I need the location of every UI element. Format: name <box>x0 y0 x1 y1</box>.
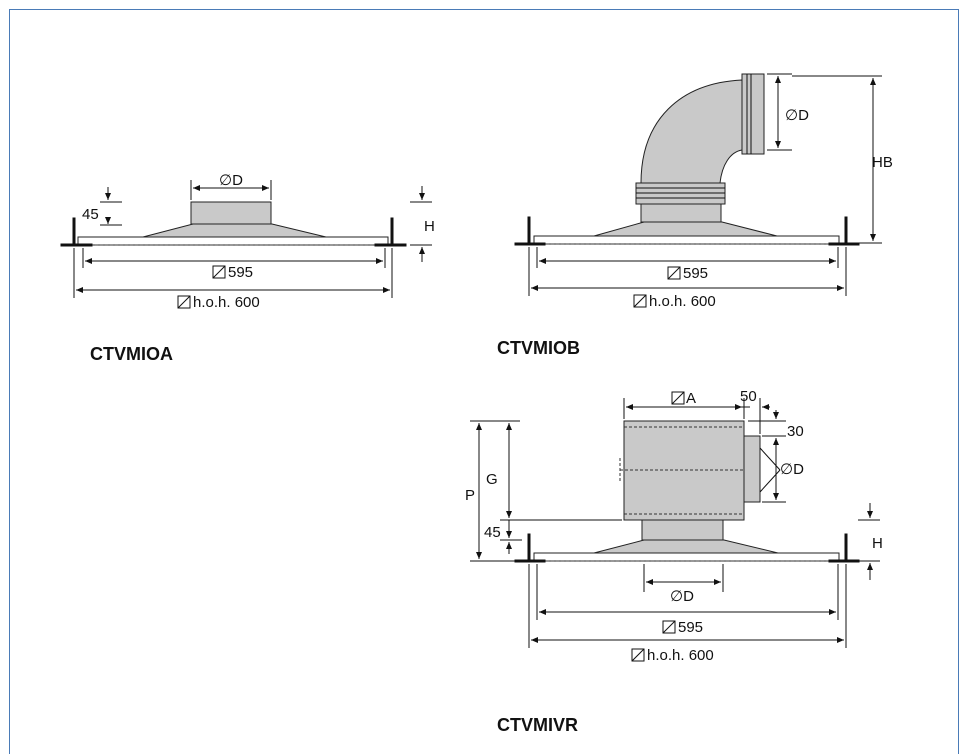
variant-a-dim-hoh: h.o.h. 600 <box>193 294 260 311</box>
variant-r-dim-45: 45 <box>484 524 501 541</box>
variant-b-clamp-right <box>828 216 860 246</box>
variant-b-dim-d: ∅D <box>785 107 809 124</box>
variant-b-dim-hb: HB <box>872 154 893 171</box>
variant-r-box <box>623 420 745 521</box>
variant-r-clamp-right <box>828 533 860 563</box>
variant-r-dim-595: 595 <box>678 619 703 636</box>
variant-a-dim-d: ∅D <box>219 172 243 189</box>
variant-r-dim-50: 50 <box>740 388 757 405</box>
variant-b-clamp-left <box>514 216 546 246</box>
variant-a-dim-45: 45 <box>82 206 99 223</box>
variant-b-dim-hoh: h.o.h. 600 <box>649 293 716 310</box>
variant-a-drawing: ∅D 45 H 595 h.o.h. 600 CTVMIOA <box>60 172 435 364</box>
variant-r-drawing: A 50 30 ∅D P G 45 H <box>465 388 883 735</box>
variant-b-cone <box>593 221 778 237</box>
variant-a-dim-595: 595 <box>228 264 253 281</box>
variant-a-cone <box>142 223 327 238</box>
variant-b-neck <box>640 203 722 223</box>
variant-a-neck <box>190 201 272 225</box>
variant-b-dim-595: 595 <box>683 265 708 282</box>
variant-r-dim-h: H <box>872 535 883 552</box>
variant-b-elbow <box>640 79 743 184</box>
variant-a-title: CTVMIOA <box>90 344 173 364</box>
variant-r-dim-hoh: h.o.h. 600 <box>647 647 714 664</box>
variant-a-plate <box>77 236 389 246</box>
variant-r-plate <box>533 552 840 562</box>
variant-a-clamp-left <box>60 217 93 247</box>
variant-r-clamp-left <box>514 533 546 563</box>
variant-r-dim-a: A <box>686 390 696 407</box>
variant-b-title: CTVMIOB <box>497 338 580 358</box>
variant-r-title: CTVMIVR <box>497 715 578 735</box>
variant-r-dim-p: P <box>465 487 475 504</box>
variant-b-drawing: ∅D HB 595 h.o.h. 600 CTVMIOB <box>497 73 893 358</box>
variant-b-collar <box>741 73 765 155</box>
variant-r-dim-d-side: ∅D <box>780 461 804 478</box>
variant-a-clamp-right <box>374 217 407 247</box>
variant-r-dim-30: 30 <box>787 423 804 440</box>
variant-r-cone <box>593 539 779 554</box>
variant-a-dim-h: H <box>424 218 435 235</box>
variant-r-spigot <box>743 435 761 503</box>
variant-r-neck <box>641 519 724 541</box>
variant-b-plate <box>533 235 840 245</box>
variant-r-dim-g: G <box>486 471 498 488</box>
variant-r-dim-d-bottom: ∅D <box>670 588 694 605</box>
